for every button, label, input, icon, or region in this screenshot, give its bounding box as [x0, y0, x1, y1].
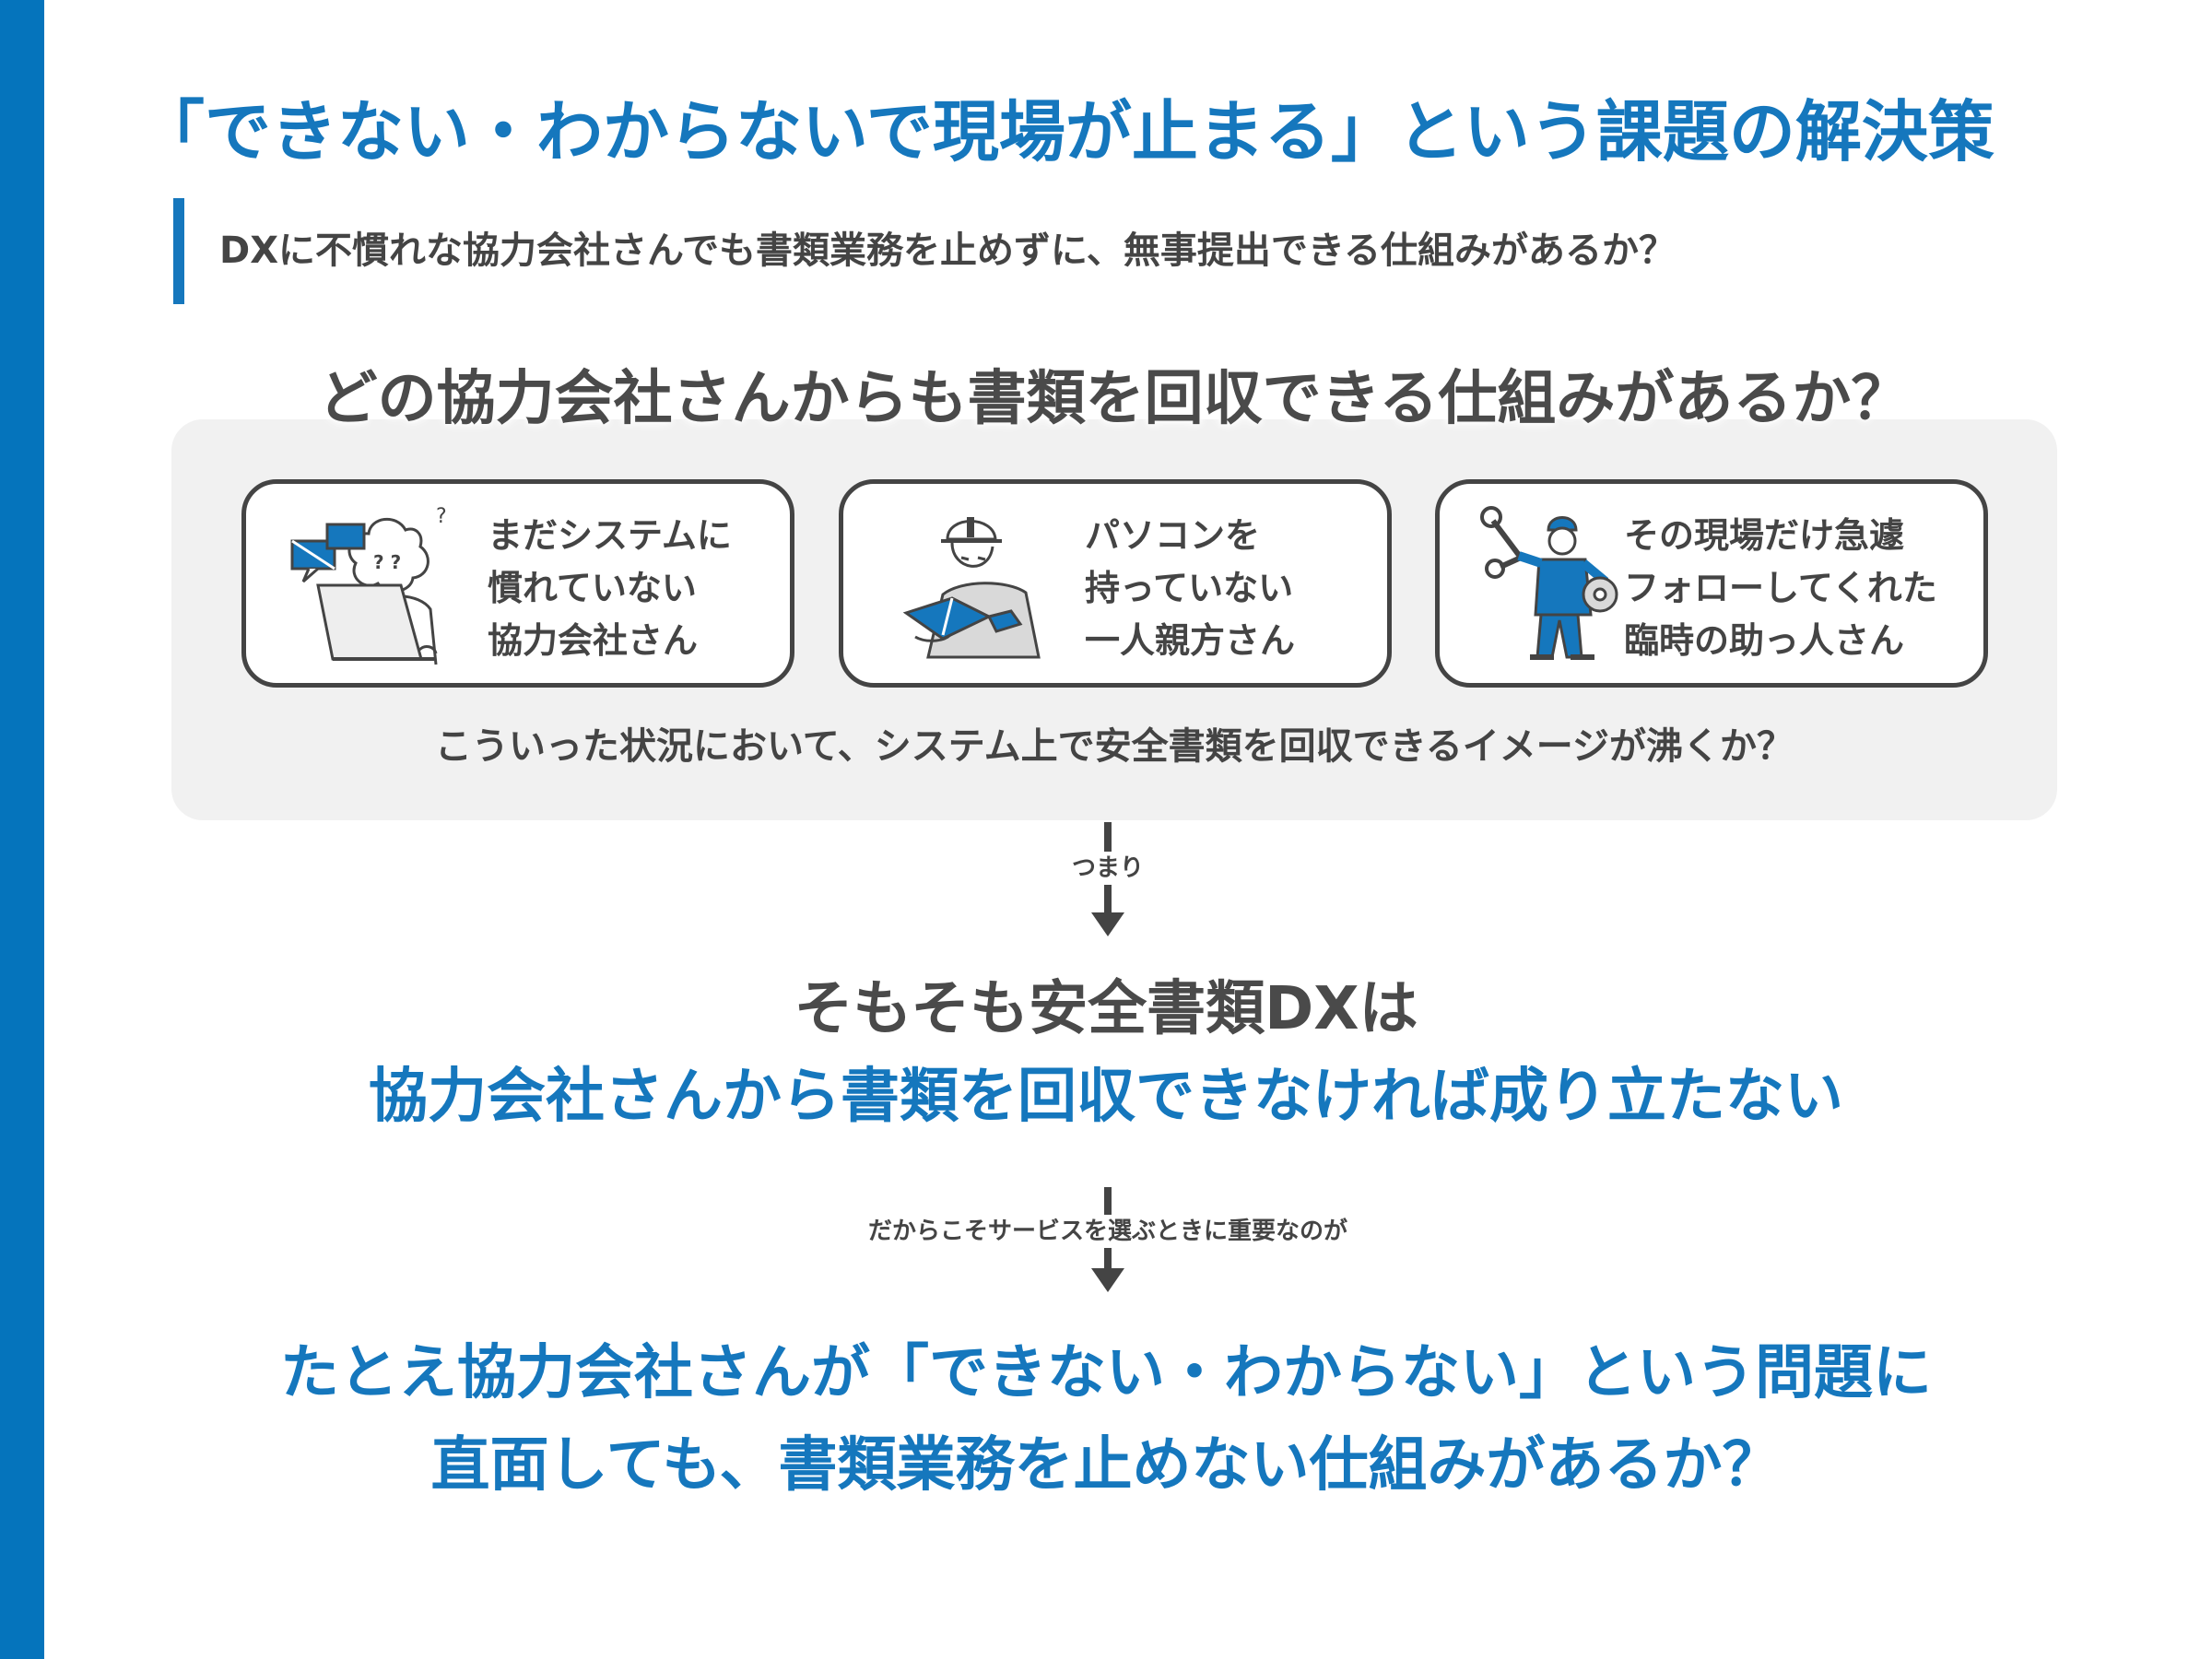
scenario-card-2: パソコンを 持っていない 一人親方さん — [839, 479, 1392, 688]
subtitle-marker — [173, 198, 184, 304]
card-3-line-1: その現場だけ急遽 — [1624, 515, 1905, 556]
scenario-card-1: ? ? ? まだシステムに 慣れていない 協力会社さん — [241, 479, 794, 688]
page-title: 「できない・わからないで現場が止まる」という課題の解決策 — [138, 93, 1994, 171]
card-3-line-2: フォローしてくれた — [1624, 568, 1937, 608]
page-subtitle: DXに不慣れな協力会社さんでも書類業務を止めずに、無事提出できる仕組みがあるか？ — [219, 229, 1677, 272]
connector-label-1: つまり — [1058, 852, 1158, 885]
scenario-card-3: その現場だけ急遽 フォローしてくれた 臨時の助っ人さん — [1435, 479, 1988, 688]
conclusion: たとえ協力会社さんが「できない・わからない」という問題に 直面しても、書類業務を… — [0, 1327, 2212, 1512]
worker-reading-book-icon — [902, 517, 1041, 659]
statement-line-1: そもそも安全書類DXは — [794, 975, 1418, 1043]
arrow-down-icon — [1091, 1268, 1124, 1292]
conclusion-line-1: たとえ協力会社さんが「できない・わからない」という問題に — [280, 1339, 1932, 1407]
confused-person-laptop-icon: ? ? ? — [290, 505, 447, 665]
card-1-line-1: まだシステムに — [488, 515, 732, 556]
arrow-down-icon — [1091, 912, 1124, 936]
panel-note: こういった状況において、システム上で安全書類を回収できるイメージが沸くか？ — [435, 725, 1794, 768]
card-2-line-2: 持っていない — [1085, 568, 1294, 608]
svg-text:?: ? — [436, 505, 447, 528]
panel-heading: どの協力会社さんからも書類を回収できる仕組みがあるか？ — [318, 365, 1911, 433]
card-1-line-2: 慣れていない — [488, 568, 697, 608]
left-accent-bar — [0, 0, 44, 1659]
mechanic-wrench-icon — [1480, 506, 1618, 660]
card-2-line-3: 一人親方さん — [1085, 620, 1296, 661]
svg-text:? ?: ? ? — [373, 551, 401, 573]
conclusion-line-2: 直面しても、書類業務を止めない仕組みがあるか？ — [430, 1431, 1782, 1500]
card-1-line-3: 協力会社さん — [488, 620, 699, 661]
statement-line-2: 協力会社さんから書類を回収できなければ成り立たない — [369, 1063, 1843, 1131]
card-2-line-1: パソコンを — [1085, 515, 1261, 556]
connector-label-2: だからこそサービスを選ぶときに重要なのが — [822, 1215, 1394, 1248]
card-3-line-3: 臨時の助っ人さん — [1624, 620, 1905, 661]
